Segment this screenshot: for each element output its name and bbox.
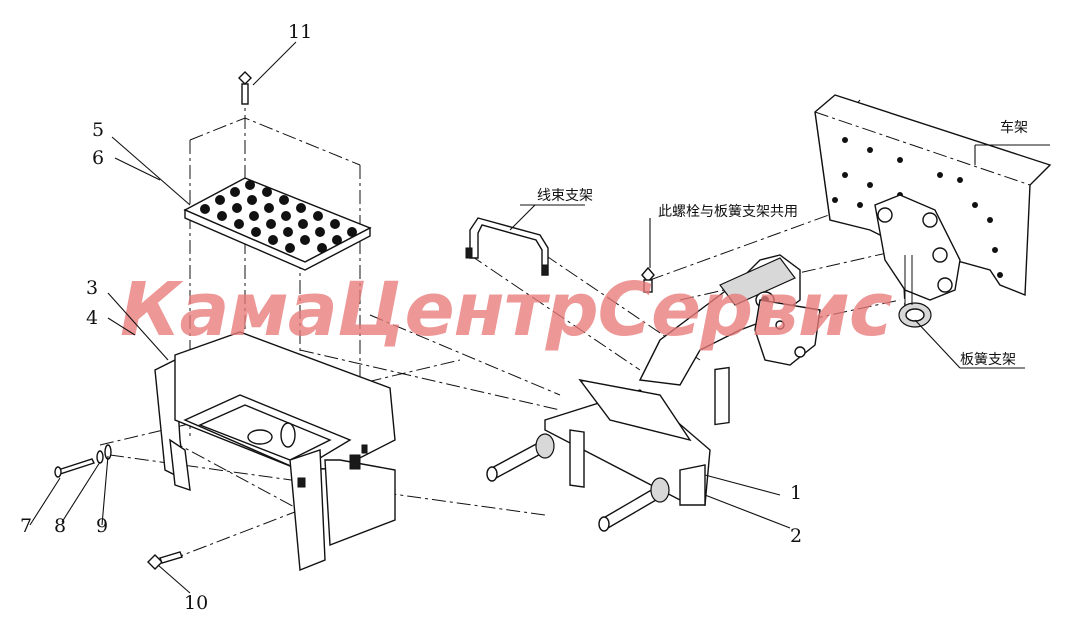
bolt-7-washers bbox=[54, 444, 112, 478]
vehicle-frame-rail bbox=[814, 94, 1052, 297]
bolt-10 bbox=[147, 551, 183, 570]
callout-1: 1 bbox=[790, 482, 802, 504]
callout-11: 11 bbox=[288, 21, 312, 43]
label-leaf-spring-bracket: 板簧支架 bbox=[960, 352, 1016, 368]
callout-5: 5 bbox=[92, 119, 104, 141]
label-frame: 车架 bbox=[1000, 119, 1028, 136]
annotations: 车架 线束支架 此螺栓与板簧支架共用 板簧支架 bbox=[537, 119, 1028, 368]
step-housing bbox=[154, 331, 396, 571]
leader-lines bbox=[29, 41, 1050, 594]
leaf-spring-bracket bbox=[874, 194, 961, 328]
callout-7: 7 bbox=[20, 515, 32, 537]
callout-numbers: 11 5 6 3 4 7 8 9 10 1 2 bbox=[20, 21, 802, 614]
callout-9: 9 bbox=[96, 515, 108, 537]
callout-8: 8 bbox=[54, 515, 66, 537]
bolt-11 bbox=[238, 71, 252, 105]
label-harness-bracket: 线束支架 bbox=[537, 188, 593, 204]
watermark: КамаЦентрСервис bbox=[120, 267, 893, 353]
callout-6: 6 bbox=[92, 147, 104, 169]
harness-bracket bbox=[465, 217, 549, 276]
step-mounting-bracket bbox=[486, 254, 821, 532]
watermark-text: КамаЦентрСервис bbox=[120, 267, 892, 353]
callout-3: 3 bbox=[86, 277, 98, 299]
callout-2: 2 bbox=[790, 525, 802, 547]
shared-bolt bbox=[641, 266, 655, 293]
step-plate bbox=[183, 177, 372, 271]
step-plate-holes bbox=[200, 180, 357, 253]
callout-10: 10 bbox=[184, 592, 208, 614]
label-shared-bolt-note: 此螺栓与板簧支架共用 bbox=[658, 204, 798, 220]
callout-4: 4 bbox=[86, 307, 98, 329]
